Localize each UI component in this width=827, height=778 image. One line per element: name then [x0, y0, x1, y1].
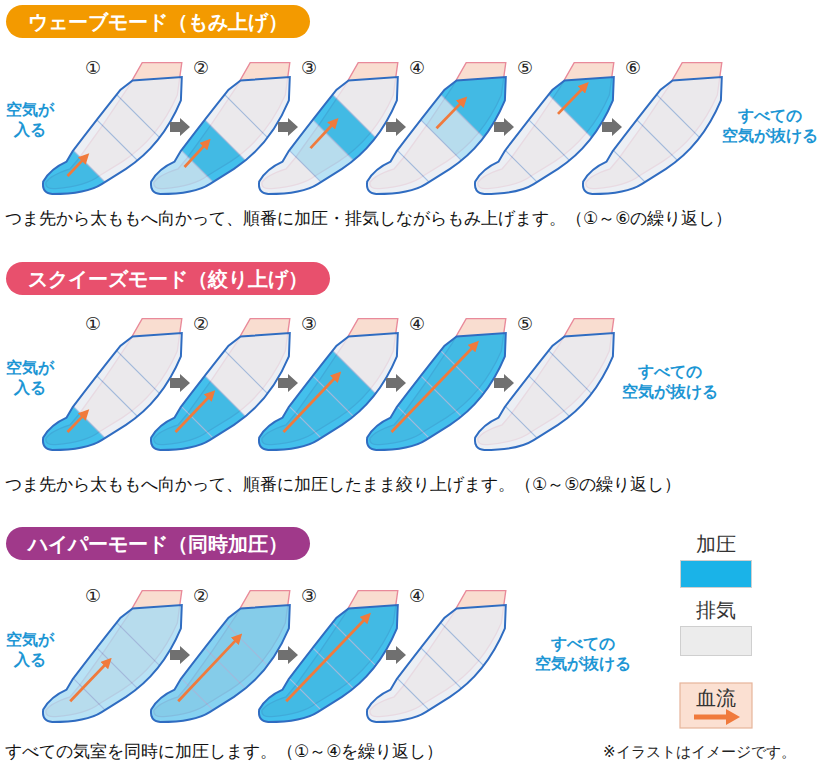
footnote: ※イラストはイメージです。: [603, 743, 796, 761]
legend-item: 排気: [680, 598, 752, 656]
mode-title: ウェーブモード（もみ上げ）: [28, 10, 288, 34]
callout-number: ⑥: [625, 58, 641, 78]
step-arrow: [494, 374, 514, 392]
callout-number: ③: [301, 586, 317, 606]
step-arrow: [386, 118, 406, 136]
step-arrow: [602, 118, 622, 136]
callout-number: ②: [193, 314, 209, 334]
mode-title-pill: ウェーブモード（もみ上げ）: [6, 5, 310, 38]
air-state-label: 空気が 入る: [6, 100, 54, 140]
step-arrow: [170, 374, 190, 392]
legend-swatch: [680, 626, 752, 656]
callout-number: ⑤: [517, 58, 533, 78]
leg-figure: [315, 306, 765, 468]
air-state-label: 空気が 入る: [6, 630, 54, 670]
callout-number: ④: [409, 586, 425, 606]
mode-title-pill: スクイーズモード（絞り上げ）: [6, 262, 330, 295]
callout-number: ④: [409, 58, 425, 78]
leg-figure: [207, 578, 657, 740]
mode-title: スクイーズモード（絞り上げ）: [28, 267, 308, 291]
callout-number: ④: [409, 314, 425, 334]
callout-number: ②: [193, 586, 209, 606]
callout-number: ③: [301, 314, 317, 334]
legend-item: 血流: [680, 686, 752, 710]
callout-number: ②: [193, 58, 209, 78]
air-state-label: 空気が 入る: [6, 358, 54, 398]
step-arrow: [278, 118, 298, 136]
mode-description: つま先から太ももへ向かって、順番に加圧・排気しながらもみ上げます。（①～⑥の繰り…: [5, 208, 732, 228]
step-arrow: [278, 646, 298, 664]
callout-number: ③: [301, 58, 317, 78]
step-arrow: [170, 118, 190, 136]
legend-text: 加圧: [680, 532, 752, 556]
callout-number: ①: [85, 58, 101, 78]
blood-flow-sample: [680, 683, 752, 728]
legend-item: 加圧: [680, 532, 752, 588]
leg-figure: [423, 50, 827, 212]
mode-title: ハイパーモード（同時加圧）: [28, 532, 288, 556]
callout-number: ⑤: [517, 314, 533, 334]
mode-description: つま先から太ももへ向かって、順番に加圧したまま絞り上げます。（①～⑤の繰り返し）: [5, 474, 681, 494]
callout-number: ①: [85, 586, 101, 606]
step-arrow: [170, 646, 190, 664]
step-arrow: [278, 374, 298, 392]
air-state-label: すべての 空気が抜ける: [722, 106, 818, 146]
step-arrow: [494, 118, 514, 136]
step-arrow: [386, 374, 406, 392]
mode-description: すべての気室を同時に加圧します。（①～④を繰り返し）: [5, 741, 443, 761]
air-state-label: すべての 空気が抜ける: [535, 634, 631, 674]
callout-number: ①: [85, 314, 101, 334]
legend-text: 血流: [680, 686, 752, 710]
legend-text: 排気: [680, 598, 752, 622]
legend-swatch: [680, 560, 752, 588]
step-arrow: [386, 646, 406, 664]
air-state-label: すべての 空気が抜ける: [622, 362, 718, 402]
mode-title-pill: ハイパーモード（同時加圧）: [6, 527, 310, 560]
